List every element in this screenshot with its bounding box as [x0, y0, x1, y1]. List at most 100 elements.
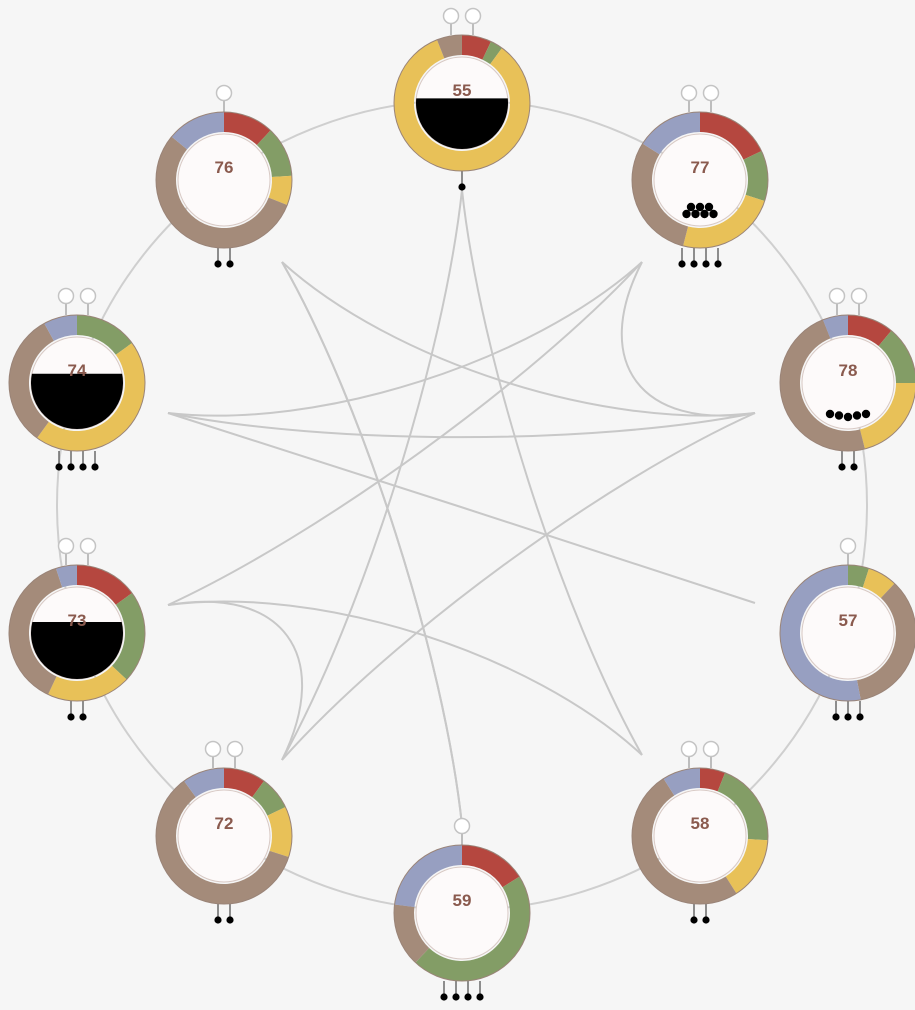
node-label: 55 — [453, 81, 472, 100]
node-label: 72 — [215, 814, 234, 833]
bottom-pin-dot — [844, 713, 852, 721]
ring-segment-brown — [394, 904, 430, 963]
bottom-pin-dot — [476, 993, 484, 1001]
ring-segment-yellow — [725, 839, 768, 894]
bottom-pin-dot — [226, 260, 234, 268]
ring-segment-green — [743, 151, 768, 202]
bottom-pin-dot — [702, 916, 710, 924]
bottom-pin-dot — [79, 463, 87, 471]
bottom-pin-dot — [67, 713, 75, 721]
bottom-pin-dot — [690, 260, 698, 268]
ring-outline — [631, 111, 769, 249]
ring-segment-yellow — [859, 383, 915, 449]
node-dot — [682, 209, 691, 219]
edges-layer — [167, 189, 756, 826]
node-core — [653, 789, 747, 883]
fill-level-indicator — [415, 98, 508, 150]
node-label: 76 — [215, 158, 234, 177]
ring-segment-green — [256, 130, 292, 177]
ring-segment-red — [224, 112, 271, 146]
edge-59-76 — [281, 261, 463, 826]
bottom-pin-dot — [464, 993, 472, 1001]
ring-segment-green — [77, 315, 133, 355]
bottom-pin-dot — [226, 916, 234, 924]
ring-segment-lavender — [55, 565, 77, 588]
top-pin-knob — [850, 287, 868, 305]
top-pin-knob — [204, 740, 222, 758]
ring-segment-brown — [632, 143, 689, 246]
bottom-pin-dot — [214, 260, 222, 268]
ring-segment-lavender — [822, 315, 848, 339]
node-dot — [825, 409, 835, 419]
ring-segment-yellow — [48, 665, 127, 701]
bottom-pin-dot — [832, 713, 840, 721]
node-72[interactable]: 72 — [155, 740, 293, 924]
ring-segment-green — [878, 330, 915, 383]
edge-74-57 — [167, 412, 756, 604]
edge-77-74 — [167, 261, 643, 417]
node-dot — [704, 202, 714, 212]
ring-segment-brown — [856, 583, 915, 700]
ring-segment-red — [700, 767, 726, 792]
edge-74-78 — [167, 412, 756, 439]
bottom-pin-dot — [690, 916, 698, 924]
ring-segment-brown — [8, 568, 63, 695]
ring-outline — [631, 767, 769, 905]
edge-72-73 — [167, 600, 304, 761]
bottom-pin-dot — [702, 260, 710, 268]
top-pin-knob — [226, 740, 244, 758]
ring-segment-green — [111, 593, 146, 680]
node-73[interactable]: 73 — [8, 537, 146, 721]
ring-segment-green — [415, 876, 530, 982]
ring-segment-lavender — [663, 768, 700, 796]
node-label: 74 — [68, 361, 87, 380]
node-core — [177, 133, 271, 227]
fill-level-indicator — [30, 373, 123, 429]
node-74[interactable]: 74 — [8, 287, 146, 471]
top-pin-knob — [453, 817, 471, 835]
node-dot — [709, 209, 718, 219]
top-pin-knob — [839, 537, 857, 555]
ring-segment-brown — [156, 136, 288, 248]
node-57[interactable]: 57 — [779, 537, 915, 721]
node-dot — [700, 209, 709, 219]
top-pin-knob — [215, 84, 233, 102]
ring-segment-red — [77, 565, 133, 605]
node-core — [801, 586, 895, 680]
node-dot — [852, 411, 862, 420]
node-core — [653, 133, 747, 227]
ring-segment-yellow — [268, 175, 292, 206]
node-55[interactable]: 55 — [393, 7, 531, 191]
node-58[interactable]: 58 — [631, 740, 769, 924]
ring-outline — [155, 767, 293, 905]
top-pin-knob — [680, 740, 698, 758]
node-dot — [691, 209, 700, 219]
node-label: 58 — [691, 814, 710, 833]
node-core — [801, 336, 895, 430]
node-dot — [861, 409, 871, 419]
node-label: 59 — [453, 891, 472, 910]
bottom-pin-dot — [214, 916, 222, 924]
ring-segment-lavender — [780, 565, 861, 701]
ring-segment-yellow — [862, 568, 895, 599]
bottom-pin-dot — [67, 463, 75, 471]
ring-segment-brown — [8, 323, 54, 439]
node-77[interactable]: 77 — [631, 84, 769, 268]
ring-segment-red — [700, 112, 762, 160]
ring-segment-green — [482, 41, 502, 65]
bottom-pin-dot — [678, 260, 686, 268]
bottom-pin-dot — [55, 463, 63, 471]
bottom-pin-dot — [856, 713, 864, 721]
ring-segment-brown — [780, 319, 865, 451]
node-59[interactable]: 59 — [393, 817, 531, 1001]
ring-segment-yellow — [683, 194, 765, 248]
node-76[interactable]: 76 — [155, 84, 293, 268]
node-78[interactable]: 78 — [779, 287, 915, 471]
bottom-pin-dot — [440, 993, 448, 1001]
bottom-pin-dot — [79, 713, 87, 721]
node-core — [415, 866, 509, 960]
ring-segment-yellow — [394, 39, 530, 172]
ring-segment-green — [252, 780, 286, 816]
node-dot — [834, 411, 844, 420]
